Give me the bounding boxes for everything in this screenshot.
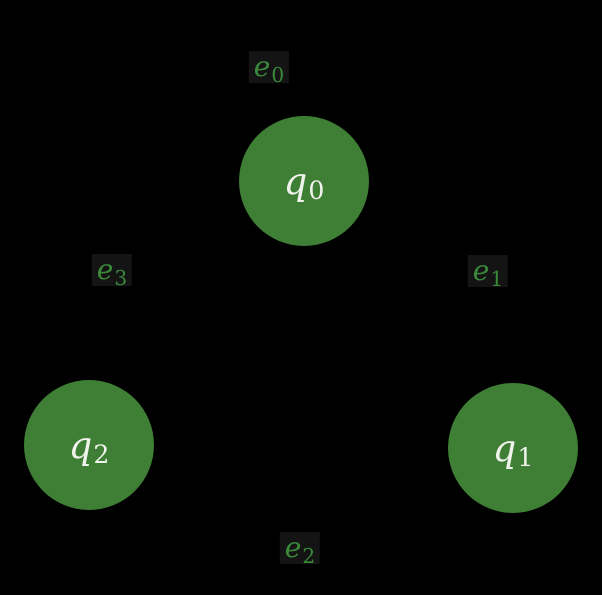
edge-e0-letter: e <box>253 50 271 83</box>
node-q2-letter: q <box>68 423 93 467</box>
edge-e0-subscript: 0 <box>271 62 285 87</box>
edge-e3-subscript: 3 <box>114 265 128 290</box>
node-q1-letter: q <box>492 426 517 470</box>
node-q1-label: q1 <box>492 426 534 471</box>
node-q1: q1 <box>448 383 578 513</box>
node-q2-subscript: 2 <box>93 440 110 470</box>
node-q0-label: q0 <box>283 159 325 204</box>
node-q2-label: q2 <box>68 423 110 468</box>
node-q0-letter: q <box>283 159 308 203</box>
node-q0-subscript: 0 <box>308 176 325 206</box>
node-q1-subscript: 1 <box>517 443 534 473</box>
edge-e3-letter: e <box>96 253 114 286</box>
node-q0: q0 <box>239 116 369 246</box>
edge-label-e2: e2 <box>279 531 321 566</box>
edge-e2-subscript: 2 <box>302 543 316 568</box>
edge-label-e1: e1 <box>467 254 509 289</box>
edge-e1-subscript: 1 <box>490 266 504 291</box>
edge-label-e0: e0 <box>248 50 290 85</box>
node-q2: q2 <box>24 380 154 510</box>
edge-e1-letter: e <box>472 254 490 287</box>
edge-e2-letter: e <box>284 531 302 564</box>
edge-label-e3: e3 <box>91 253 133 288</box>
